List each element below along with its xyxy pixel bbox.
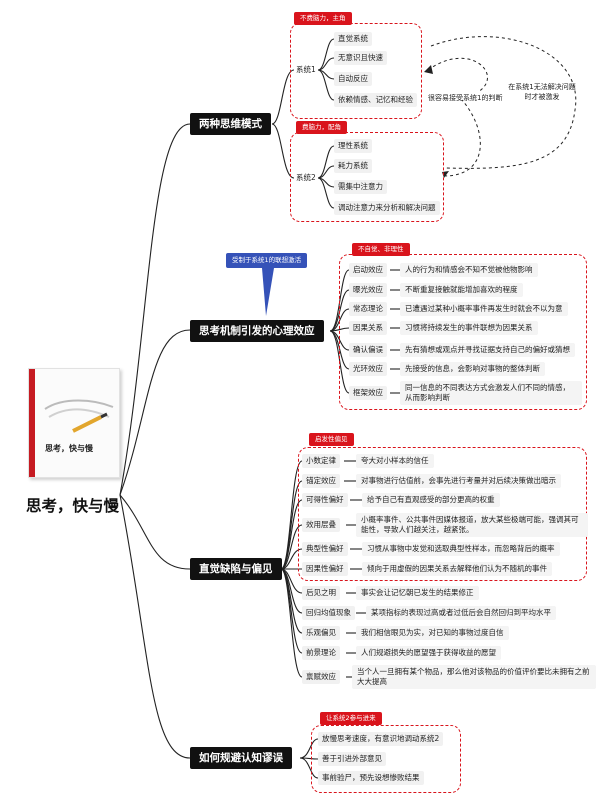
avoid-group-frame bbox=[311, 725, 461, 793]
system1-item: 自动反应 bbox=[334, 72, 372, 86]
heuristic-tag: 启发性偏见 bbox=[309, 433, 354, 446]
note-system2-trigger: 在系统1无法解决问题时才被激发 bbox=[508, 83, 576, 101]
effect-desc: 同一信息的不同表达方式会激发人们不同的情感，从而影响判断 bbox=[400, 381, 582, 405]
note-accept-system1: 很容易接受系统1的判断 bbox=[428, 94, 503, 102]
book-cover-swoosh-icon bbox=[44, 399, 114, 433]
effect-name: 启动效应 bbox=[349, 263, 387, 277]
bias-name: 小数定律 bbox=[302, 454, 340, 468]
bias-desc: 夸大对小样本的信任 bbox=[356, 454, 434, 468]
avoid-tag: 让系统2参与进来 bbox=[320, 712, 382, 725]
bias-name: 可得性偏好 bbox=[302, 493, 348, 507]
bias-desc: 某项指标的表现过高或者过低后会自然回归到平均水平 bbox=[366, 606, 556, 620]
system2-item: 调动注意力来分析和解决问题 bbox=[334, 201, 440, 215]
effect-desc: 习惯将持续发生的事件联想为因果关系 bbox=[400, 321, 538, 335]
system1-label[interactable]: 系统1 bbox=[296, 65, 316, 74]
effect-name: 框架效应 bbox=[349, 386, 387, 400]
bias-desc: 习惯从事物中发觉和选取典型性样本，而忽略背后的概率 bbox=[362, 542, 560, 556]
bias-desc: 事实会让记忆朝已发生的结果修正 bbox=[356, 586, 479, 600]
book-cover-spine-band bbox=[29, 369, 35, 477]
effect-desc: 先接受的信息，会影响对事物的整体判断 bbox=[400, 362, 545, 376]
effect-desc: 已遭遇过某种小概率事件再发生时就会不以为意 bbox=[400, 302, 568, 316]
bias-desc: 人们规避损失的愿望强于获得收益的愿望 bbox=[356, 646, 501, 660]
avoid-item: 善于引进外部意见 bbox=[318, 752, 386, 766]
bias-desc: 倾向于用虚假的因果关系去解释他们认为不随机的事件 bbox=[362, 562, 552, 576]
bias-name: 效用层叠 bbox=[302, 518, 340, 532]
bias-desc: 对事物进行估值前，会事先进行考量并对后续决策做出暗示 bbox=[356, 474, 561, 488]
system2-group-frame bbox=[290, 132, 444, 222]
effect-desc: 不断重复接触就能增加喜欢的程度 bbox=[400, 283, 523, 297]
bias-desc: 当个人一旦拥有某个物品，那么他对该物品的价值评价要比未拥有之前大大提高 bbox=[352, 665, 596, 689]
bias-name: 因果性偏好 bbox=[302, 562, 348, 576]
effect-name: 光环效应 bbox=[349, 362, 387, 376]
bias-name: 后见之明 bbox=[302, 586, 340, 600]
bias-name: 禀赋效应 bbox=[302, 670, 340, 684]
system1-item: 依赖情感、记忆和经验 bbox=[334, 93, 417, 107]
system2-tag: 费脑力，配角 bbox=[296, 121, 347, 134]
bias-name: 典型性偏好 bbox=[302, 542, 348, 556]
central-topic-title: 思考，快与慢 bbox=[26, 497, 120, 515]
bias-name: 锚定效应 bbox=[302, 474, 340, 488]
associative-activation-callout: 受制于系统1的联想激活 bbox=[226, 253, 308, 268]
effect-desc: 先有猜想或观点并寻找证据支持自己的偏好或猜想 bbox=[400, 343, 575, 357]
branch-intuition-biases[interactable]: 直觉缺陷与偏见 bbox=[190, 558, 282, 580]
effect-name: 曝光效应 bbox=[349, 283, 387, 297]
system1-item: 无意识且快速 bbox=[334, 51, 387, 65]
bias-name: 回归均值现象 bbox=[302, 606, 355, 620]
system1-group-frame bbox=[290, 23, 422, 119]
system2-label[interactable]: 系统2 bbox=[296, 173, 316, 182]
bias-desc: 给予自己有直观感受的部分更高的权重 bbox=[362, 493, 500, 507]
effect-name: 确认偏误 bbox=[349, 343, 387, 357]
branch-avoid-fallacies[interactable]: 如何规避认知谬误 bbox=[190, 747, 292, 769]
branch-psychological-effects[interactable]: 思考机制引发的心理效应 bbox=[190, 320, 324, 342]
avoid-item: 放慢思考速度，有意识地调动系统2 bbox=[318, 732, 444, 746]
branch-thinking-modes[interactable]: 两种思维模式 bbox=[190, 113, 271, 135]
system2-item: 耗力系统 bbox=[334, 159, 372, 173]
system2-item: 理性系统 bbox=[334, 139, 372, 153]
effect-name: 因果关系 bbox=[349, 321, 387, 335]
system2-item: 需集中注意力 bbox=[334, 180, 387, 194]
book-cover-title: 思考，快与慢 bbox=[45, 444, 93, 453]
bias-name: 乐观偏见 bbox=[302, 626, 340, 640]
bias-name: 前景理论 bbox=[302, 646, 340, 660]
avoid-item: 事前验尸，预先设想惨败结果 bbox=[318, 771, 424, 785]
system1-item: 直觉系统 bbox=[334, 32, 372, 46]
bias-desc: 我们相信眼见为实，对已知的事物过度自信 bbox=[356, 626, 509, 640]
effects-tag: 不自觉、非理性 bbox=[352, 243, 410, 256]
system1-tag: 不费脑力，主角 bbox=[294, 12, 352, 25]
bias-desc: 小概率事件、公共事件因媒体报道，放大某些极端可能，强调其可能性，导致人们越关注，… bbox=[356, 513, 588, 537]
effects-group-frame bbox=[339, 254, 587, 410]
effect-desc: 人的行为和情感会不知不觉被他物影响 bbox=[400, 263, 538, 277]
book-cover-image: 思考，快与慢 bbox=[28, 368, 120, 478]
effect-name: 常态理论 bbox=[349, 302, 387, 316]
